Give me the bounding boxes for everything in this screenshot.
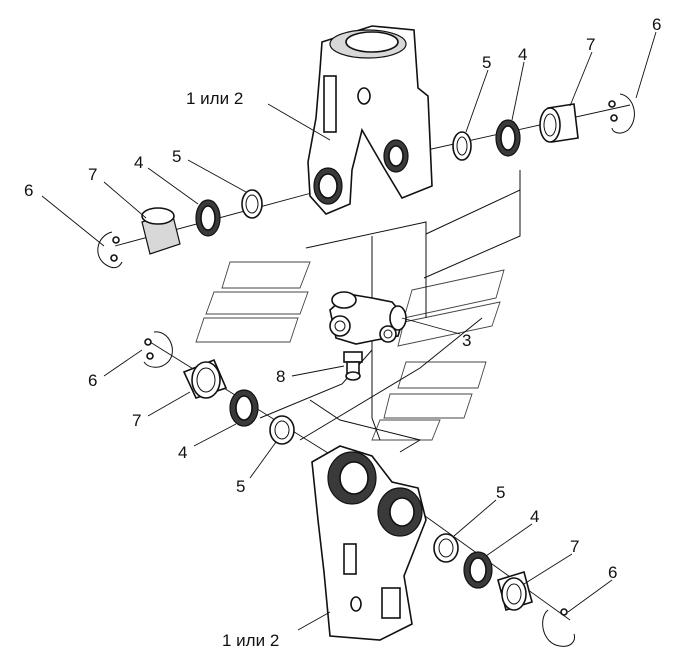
bottom-yoke-fork	[311, 445, 427, 641]
label-tl-seal: 4	[134, 153, 143, 172]
bottom-right-bearing-set	[433, 533, 575, 647]
tr-washer	[452, 131, 472, 161]
part-labels: 1 или 2 5 4 7 6 6 7 4 5 6 7 4 5 3 8 5 4 …	[24, 15, 661, 650]
middle-left-bearing-set	[143, 331, 295, 445]
label-tl-circlip: 6	[24, 181, 33, 200]
tl-washer	[241, 189, 263, 219]
label-tl-washer: 5	[172, 147, 181, 166]
label-br-circlip: 6	[608, 563, 617, 582]
label-tr-cup: 7	[586, 35, 595, 54]
cross-spider	[329, 291, 407, 345]
br-washer	[433, 533, 459, 563]
background-hatch-panels	[195, 170, 521, 453]
label-br-cup: 7	[570, 537, 579, 556]
leader-lines	[41, 31, 657, 631]
label-ml-cup: 7	[132, 411, 141, 430]
label-ml-seal: 4	[178, 443, 187, 462]
label-br-washer: 5	[496, 483, 505, 502]
label-bottom-fork: 1 или 2	[222, 631, 279, 650]
label-grease-fitting: 8	[276, 367, 285, 386]
label-br-seal: 4	[530, 507, 539, 526]
label-ml-washer: 5	[236, 477, 245, 496]
tr-circlip	[611, 93, 635, 134]
ml-circlip	[143, 331, 173, 368]
grease-fitting	[343, 351, 363, 381]
label-top-fork: 1 или 2	[186, 89, 243, 108]
tl-circlip	[97, 231, 123, 269]
label-tr-circlip: 6	[652, 15, 661, 34]
label-tr-seal: 4	[518, 45, 527, 64]
br-circlip	[542, 609, 575, 647]
label-tr-washer: 5	[482, 53, 491, 72]
label-tl-cup: 7	[88, 165, 97, 184]
label-ml-circlip: 6	[88, 371, 97, 390]
top-right-bearing-set	[452, 93, 635, 161]
top-yoke-fork	[307, 25, 433, 215]
ml-washer	[269, 415, 295, 445]
top-left-bearing-set	[97, 189, 263, 269]
label-cross: 3	[462, 331, 471, 350]
